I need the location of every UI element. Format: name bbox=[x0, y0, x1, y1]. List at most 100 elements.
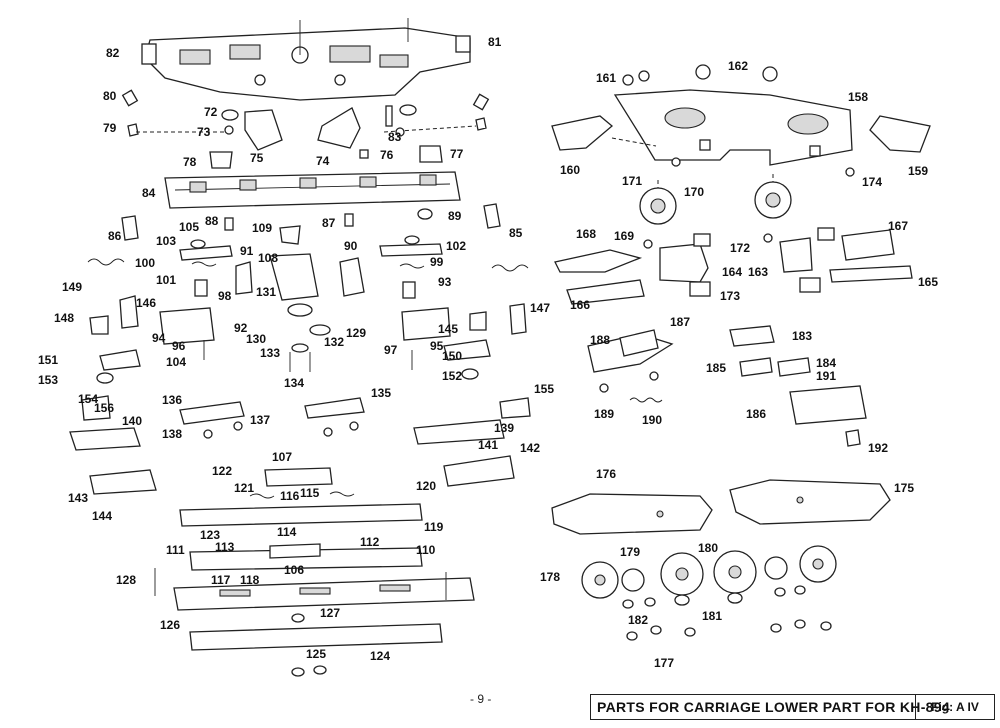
callout-75: 75 bbox=[250, 151, 264, 165]
callout-152: 152 bbox=[442, 369, 462, 383]
callout-114: 114 bbox=[277, 525, 297, 539]
carriage-bracket bbox=[551, 64, 931, 177]
callout-173: 173 bbox=[720, 289, 740, 303]
callout-73: 73 bbox=[197, 125, 211, 139]
callout-153: 153 bbox=[38, 373, 58, 387]
callout-95: 95 bbox=[430, 339, 444, 353]
callout-113: 113 bbox=[215, 540, 235, 554]
callout-162: 162 bbox=[728, 59, 748, 73]
callout-97: 97 bbox=[384, 343, 398, 357]
callout-144: 144 bbox=[92, 509, 112, 523]
callout-110: 110 bbox=[416, 543, 436, 557]
callout-81: 81 bbox=[488, 35, 502, 49]
callout-187: 187 bbox=[670, 315, 690, 329]
callout-120: 120 bbox=[416, 479, 436, 493]
callout-116: 116 bbox=[280, 489, 300, 503]
callout-100: 100 bbox=[135, 256, 155, 270]
callout-147: 147 bbox=[530, 301, 550, 315]
callout-127: 127 bbox=[320, 606, 340, 620]
callout-149: 149 bbox=[62, 280, 82, 294]
callout-96: 96 bbox=[172, 339, 186, 353]
callout-94: 94 bbox=[152, 331, 166, 345]
callout-109: 109 bbox=[252, 221, 272, 235]
callout-125: 125 bbox=[306, 647, 326, 661]
callout-191: 191 bbox=[816, 369, 836, 383]
figure-label: Fig: A IV bbox=[931, 700, 979, 714]
callout-83: 83 bbox=[388, 130, 402, 144]
callout-182: 182 bbox=[628, 613, 648, 627]
callout-102: 102 bbox=[446, 239, 466, 253]
selector-parts bbox=[554, 227, 913, 305]
callout-72: 72 bbox=[204, 105, 218, 119]
callout-184: 184 bbox=[816, 356, 836, 370]
callout-124: 124 bbox=[370, 649, 390, 663]
callout-141: 141 bbox=[478, 438, 498, 452]
middle-parts bbox=[87, 203, 529, 384]
callout-92: 92 bbox=[234, 321, 248, 335]
title-block: PARTS FOR CARRIAGE LOWER PART FOR KH-894 bbox=[590, 694, 950, 720]
callout-151: 151 bbox=[38, 353, 58, 367]
callout-106: 106 bbox=[284, 563, 304, 577]
callout-161: 161 bbox=[596, 71, 616, 85]
callout-156: 156 bbox=[94, 401, 114, 415]
callout-88: 88 bbox=[205, 214, 219, 228]
callout-186: 186 bbox=[746, 407, 766, 421]
callout-104: 104 bbox=[166, 355, 186, 369]
callout-133: 133 bbox=[260, 346, 280, 360]
callout-93: 93 bbox=[438, 275, 452, 289]
mid-right-parts bbox=[587, 325, 867, 447]
cam-plates bbox=[551, 479, 891, 535]
callout-121: 121 bbox=[234, 481, 254, 495]
callout-165: 165 bbox=[918, 275, 938, 289]
callout-146: 146 bbox=[136, 296, 156, 310]
callout-179: 179 bbox=[620, 545, 640, 559]
callout-143: 143 bbox=[68, 491, 88, 505]
callout-131: 131 bbox=[256, 285, 276, 299]
callout-77: 77 bbox=[450, 147, 464, 161]
sprocket-wheels bbox=[639, 174, 792, 225]
lower-left-parts bbox=[69, 395, 531, 495]
callout-168: 168 bbox=[576, 227, 596, 241]
callout-87: 87 bbox=[322, 216, 336, 230]
callout-190: 190 bbox=[642, 413, 662, 427]
callout-129: 129 bbox=[346, 326, 366, 340]
callout-128: 128 bbox=[116, 573, 136, 587]
callout-108: 108 bbox=[258, 251, 278, 265]
callout-78: 78 bbox=[183, 155, 197, 169]
callout-167: 167 bbox=[888, 219, 908, 233]
callout-192: 192 bbox=[868, 441, 888, 455]
callout-158: 158 bbox=[848, 90, 868, 104]
callout-132: 132 bbox=[324, 335, 344, 349]
callout-170: 170 bbox=[684, 185, 704, 199]
callout-74: 74 bbox=[316, 154, 330, 168]
callout-183: 183 bbox=[792, 329, 812, 343]
callout-164: 164 bbox=[722, 265, 742, 279]
callout-145: 145 bbox=[438, 322, 458, 336]
callout-160: 160 bbox=[560, 163, 580, 177]
callout-148: 148 bbox=[54, 311, 74, 325]
figure-label-box: Fig: A IV bbox=[915, 694, 995, 720]
callout-119: 119 bbox=[424, 520, 444, 534]
callout-140: 140 bbox=[122, 414, 142, 428]
callout-172: 172 bbox=[730, 241, 750, 255]
callout-176: 176 bbox=[596, 467, 616, 481]
callout-80: 80 bbox=[103, 89, 117, 103]
callout-171: 171 bbox=[622, 174, 642, 188]
callout-82: 82 bbox=[106, 46, 120, 60]
bottom-rails bbox=[154, 467, 475, 677]
callout-118: 118 bbox=[240, 573, 260, 587]
callout-89: 89 bbox=[448, 209, 462, 223]
callout-174: 174 bbox=[862, 175, 882, 189]
callout-111: 111 bbox=[166, 543, 185, 557]
callout-130: 130 bbox=[246, 332, 266, 346]
callout-79: 79 bbox=[103, 121, 117, 135]
callout-115: 115 bbox=[300, 486, 320, 500]
callout-159: 159 bbox=[908, 164, 928, 178]
callout-181: 181 bbox=[702, 609, 722, 623]
callout-178: 178 bbox=[540, 570, 560, 584]
callout-135: 135 bbox=[371, 386, 391, 400]
callout-112: 112 bbox=[360, 535, 380, 549]
